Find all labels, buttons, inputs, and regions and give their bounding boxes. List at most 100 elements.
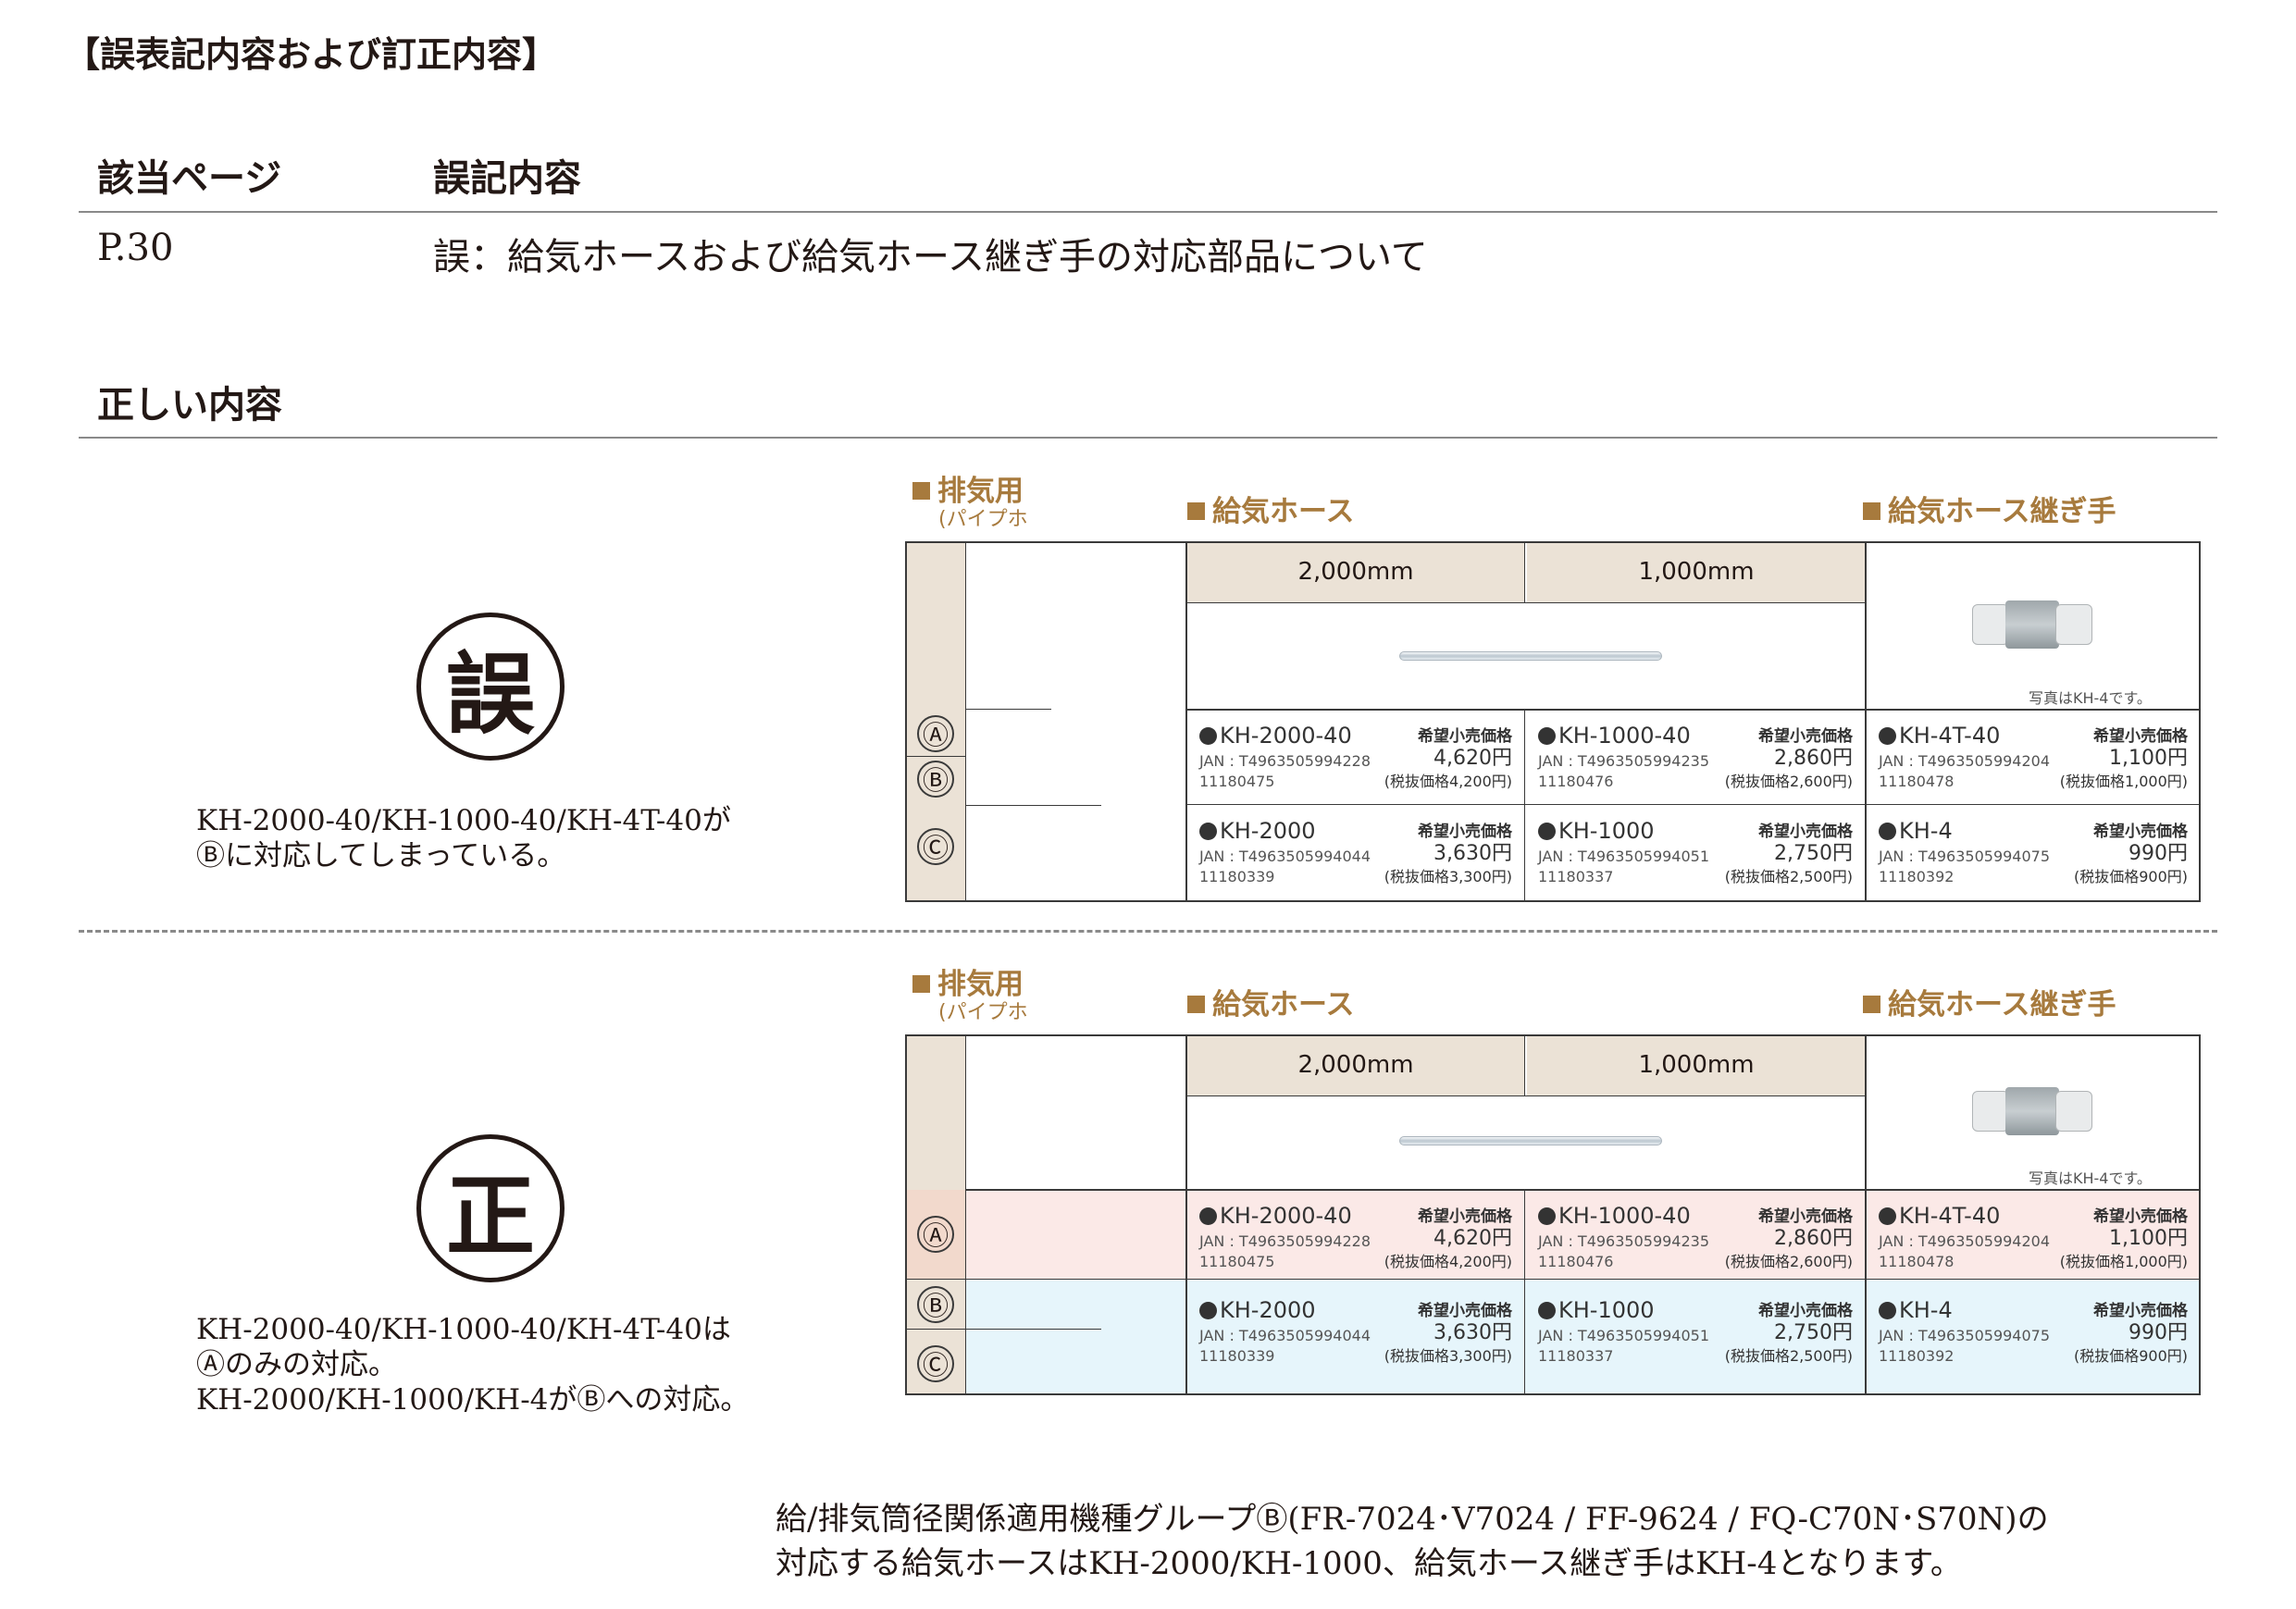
grid-border [2199, 541, 2201, 902]
product-cell: KH-4 JAN : T4963505994075 11180392 希望小売価… [1866, 1284, 2201, 1395]
product-cell: KH-2000-40 JAN : T4963505994228 11180475… [1186, 1190, 1525, 1279]
photo-note: 写真はKH-4です。 [2029, 1170, 2152, 1187]
product-cell: KH-1000-40 JAN : T4963505994235 11180476… [1525, 710, 1866, 805]
product-grid: 2,000mm 1,000mm 写真はKH-4です。 Ⓐ Ⓑ Ⓒ KH-2000… [905, 541, 2201, 902]
joint-section-label: 給気ホース継ぎ手 [1863, 488, 2116, 529]
bullet-icon [1538, 727, 1556, 745]
price-label: 希望小売価格 [1418, 727, 1512, 746]
price-label: 希望小売価格 [2093, 727, 2188, 746]
grid-line [1865, 1034, 1867, 1395]
grid-border [905, 1034, 907, 1395]
bullet-icon [1199, 823, 1217, 840]
grid-line [1524, 1190, 1525, 1395]
page-number: P.30 [97, 227, 174, 269]
product-jan: JAN : T4963505994204 [1879, 752, 2051, 770]
correct-content-title: 正しい内容 [97, 383, 282, 427]
length-header-1000: 1,000mm [1527, 541, 1866, 602]
correct-stamp: 正 [416, 1134, 565, 1282]
bullet-icon [1538, 1302, 1556, 1319]
product-cell: KH-1000-40 JAN : T4963505994235 11180476… [1525, 1190, 1866, 1279]
price-label: 希望小売価格 [1418, 823, 1512, 841]
square-bullet-icon [912, 482, 930, 500]
product-jan: JAN : T4963505994051 [1538, 848, 1710, 865]
product-price-tax-excluded: (税抜価格900円) [2073, 1347, 2188, 1365]
product-model: KH-1000 [1558, 1297, 1655, 1323]
square-bullet-icon [912, 975, 930, 993]
length-header-2000: 2,000mm [1186, 541, 1525, 602]
product-jan: JAN : T4963505994228 [1199, 1232, 1371, 1250]
row-a-tint [966, 1190, 2201, 1279]
product-jan: JAN : T4963505994051 [1538, 1327, 1710, 1344]
price-label: 希望小売価格 [1758, 823, 1853, 841]
product-price-tax-excluded: (税抜価格4,200円) [1384, 773, 1512, 790]
product-jan: JAN : T4963505994044 [1199, 848, 1371, 865]
grid-line [1524, 1034, 1525, 1095]
product-jan: JAN : T4963505994235 [1538, 1232, 1710, 1250]
grid-line [1524, 709, 1525, 902]
product-price: 1,100円 [2109, 747, 2188, 770]
product-jan: JAN : T4963505994075 [1879, 1327, 2051, 1344]
price-label: 希望小売価格 [2093, 823, 2188, 841]
product-model: KH-4T-40 [1899, 1203, 2001, 1229]
letter-b: Ⓑ [917, 761, 954, 798]
grid-line [1186, 709, 2201, 711]
letter-a: Ⓐ [917, 715, 954, 752]
product-price-tax-excluded: (税抜価格2,600円) [1724, 773, 1853, 790]
product-price-tax-excluded: (税抜価格3,300円) [1384, 1347, 1512, 1365]
product-price: 4,620円 [1433, 747, 1512, 770]
product-code: 11180476 [1538, 773, 1614, 790]
product-model: KH-4T-40 [1899, 723, 2001, 749]
section-separator [79, 930, 2217, 933]
product-jan: JAN : T4963505994228 [1199, 752, 1371, 770]
exhaust-section-label: 排気用 [912, 960, 1028, 1002]
section-divider [79, 437, 2217, 439]
product-price: 990円 [2128, 1321, 2188, 1344]
joint-section-label: 給気ホース継ぎ手 [1863, 981, 2116, 1022]
error-content: 誤：給気ホースおよび給気ホース継ぎ手の対応部品について [433, 236, 1428, 278]
product-cell: KH-1000 JAN : T4963505994051 11180337 希望… [1525, 1284, 1866, 1395]
letter-b: Ⓑ [917, 1286, 954, 1323]
row-line [966, 1329, 1101, 1330]
grid-line [905, 1279, 2201, 1280]
grid-line [1186, 602, 1866, 603]
wrong-stamp: 誤 [416, 613, 565, 761]
product-model: KH-2000 [1220, 818, 1316, 844]
product-price-tax-excluded: (税抜価格3,300円) [1384, 868, 1512, 885]
grid-border [2199, 1034, 2201, 1395]
product-cell: KH-2000-40 JAN : T4963505994228 11180475… [1186, 710, 1525, 805]
hose-image [1399, 1136, 1662, 1145]
price-label: 希望小売価格 [2093, 1302, 2188, 1320]
product-cell: KH-1000 JAN : T4963505994051 11180337 希望… [1525, 805, 1866, 902]
price-label: 希望小売価格 [1418, 1302, 1512, 1320]
product-price: 3,630円 [1433, 842, 1512, 865]
document-heading: 【誤表記内容および訂正内容】 [65, 33, 558, 75]
footer-line: 給/排気筒径関係適用機種グループⒷ(FR-7024･V7024 / FF-962… [776, 1501, 2049, 1538]
grid-line [1185, 541, 1187, 902]
bullet-icon [1538, 823, 1556, 840]
grid-line [965, 541, 966, 902]
row-b-tint [966, 1279, 2201, 1395]
product-price-tax-excluded: (税抜価格2,500円) [1724, 1347, 1853, 1365]
product-model: KH-4 [1899, 1297, 1953, 1323]
product-price-tax-excluded: (税抜価格2,600円) [1724, 1253, 1853, 1270]
product-model: KH-2000-40 [1220, 1203, 1352, 1229]
product-model: KH-1000-40 [1558, 1203, 1691, 1229]
bullet-icon [1879, 1302, 1896, 1319]
hose-image [1399, 651, 1662, 661]
row-line [966, 805, 1101, 806]
product-price-tax-excluded: (税抜価格1,000円) [2059, 773, 2188, 790]
grid-border [905, 1393, 2201, 1395]
product-model: KH-1000 [1558, 818, 1655, 844]
product-code: 11180478 [1879, 1253, 1955, 1270]
product-price: 4,620円 [1433, 1227, 1512, 1250]
photo-note: 写真はKH-4です。 [2029, 689, 2152, 707]
bullet-icon [1538, 1207, 1556, 1225]
wrong-note-line: Ⓑに対応してしまっている。 [196, 839, 566, 873]
product-code: 11180339 [1199, 1347, 1275, 1365]
square-bullet-icon [1863, 502, 1880, 520]
product-model: KH-2000 [1220, 1297, 1316, 1323]
product-price: 990円 [2128, 842, 2188, 865]
product-code: 11180339 [1199, 868, 1275, 885]
exhaust-section-sublabel: (パイプホ [938, 508, 1028, 531]
product-price: 2,750円 [1774, 842, 1853, 865]
